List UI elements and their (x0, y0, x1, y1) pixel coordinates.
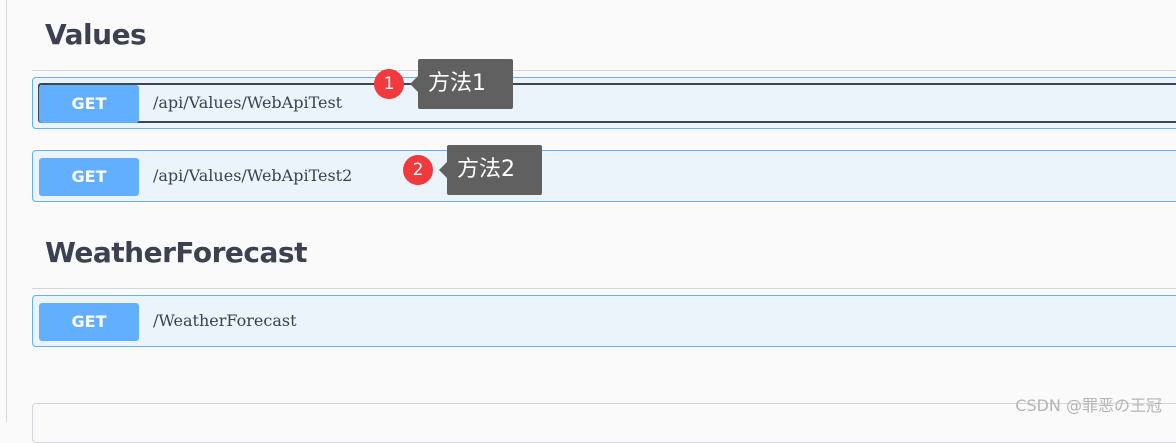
section-divider (32, 70, 1176, 71)
operation-path[interactable]: /api/Values/WebApiTest2 (153, 166, 353, 185)
left-border (6, 0, 7, 422)
section-title-values[interactable]: Values (45, 18, 147, 51)
method-badge-get[interactable]: GET (39, 158, 139, 196)
watermark: CSDN @罪恶の王冠 (1015, 396, 1162, 415)
section-divider (32, 288, 1176, 289)
annotation-marker-2: 2 (403, 155, 433, 185)
method-badge-get[interactable]: GET (39, 85, 139, 123)
models-section-card[interactable] (32, 403, 1176, 443)
operation-row-webapitest[interactable]: GET /api/Values/WebApiTest (32, 77, 1176, 129)
operation-row-webapitest2[interactable]: GET /api/Values/WebApiTest2 (32, 150, 1176, 202)
operation-row-weatherforecast[interactable]: GET /WeatherForecast (32, 295, 1176, 347)
annotation-tooltip-1: 方法1 (410, 59, 513, 109)
section-title-weatherforecast[interactable]: WeatherForecast (45, 236, 307, 269)
operation-path[interactable]: /api/Values/WebApiTest (153, 93, 343, 112)
annotation-marker-1: 1 (374, 69, 404, 99)
annotation-tooltip-2: 方法2 (439, 145, 542, 195)
method-badge-get[interactable]: GET (39, 303, 139, 341)
operation-path[interactable]: /WeatherForecast (153, 311, 297, 330)
